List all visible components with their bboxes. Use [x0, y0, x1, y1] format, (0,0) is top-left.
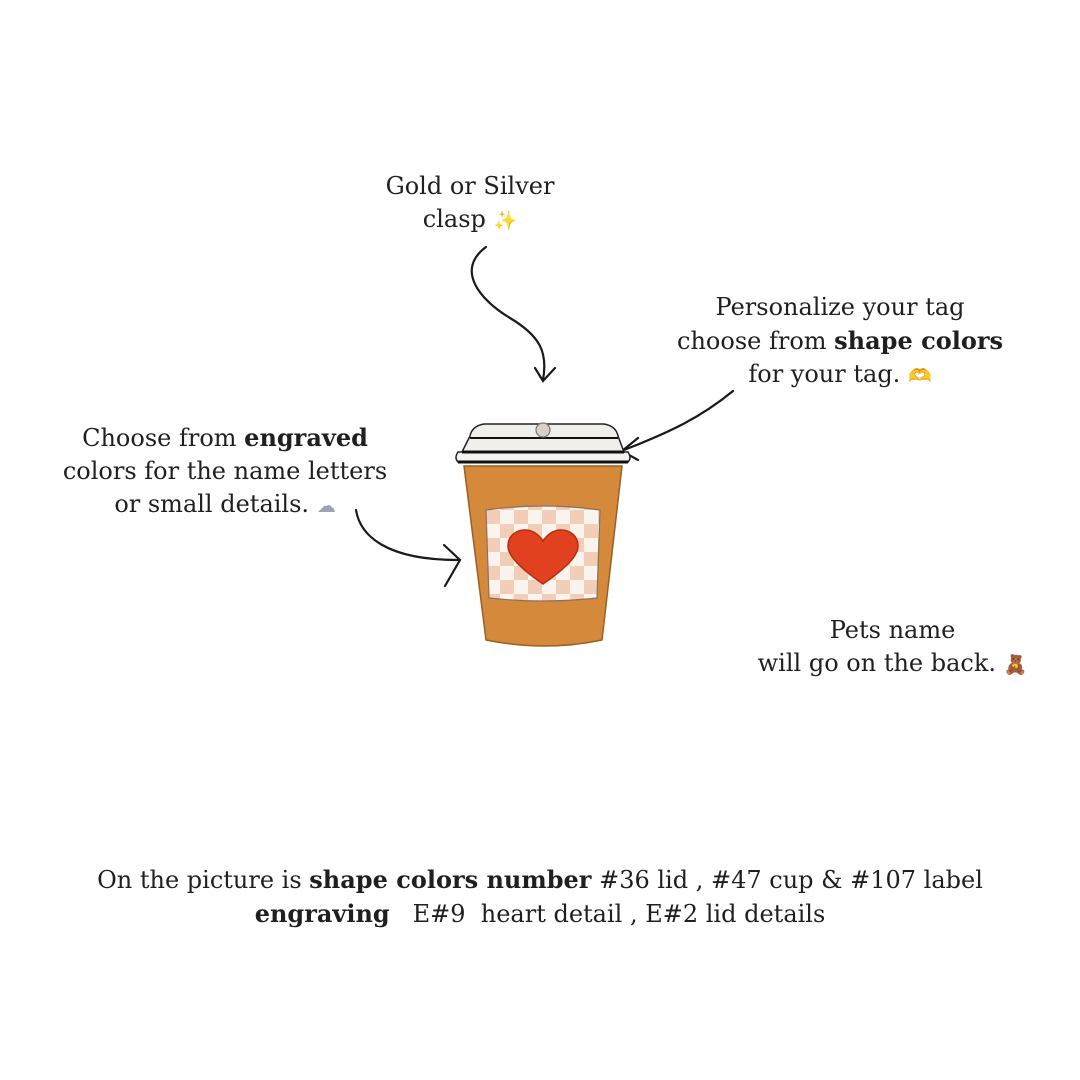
shape-note-line3: for your tag. 🫶	[660, 358, 1020, 393]
caption-line2-bold: engraving	[254, 899, 390, 928]
shape-note-line3-text: for your tag.	[748, 360, 901, 388]
shape-note-line2-text: choose from	[677, 327, 835, 355]
clasp-arrow	[470, 245, 546, 382]
pets-note-line2-text: will go on the back.	[757, 649, 997, 677]
pets-note-line1: Pets name	[829, 616, 956, 644]
engrave-note-line2: colors for the name letters	[62, 457, 388, 485]
caption-line2: engraving E#9 heart detail , E#2 lid det…	[40, 897, 1040, 931]
caption-line2-post: E#9 heart detail , E#2 lid details	[397, 900, 826, 928]
engrave-note-bold: engraved	[244, 423, 368, 452]
caption-line1-bold: shape colors number	[309, 865, 592, 894]
cloud-icon: ☁	[316, 495, 336, 517]
shape-note-line1: Personalize your tag	[715, 293, 965, 321]
engrave-note-line3: or small details. ☁	[40, 488, 410, 523]
engrave-note-line1-text: Choose from	[82, 424, 245, 452]
shape-arrow	[622, 389, 735, 452]
shape-colors-note: Personalize your tag choose from shape c…	[660, 291, 1020, 393]
engrave-note-line3-text: or small details.	[114, 490, 310, 518]
sparkles-icon: ✨	[493, 210, 518, 232]
clasp-note: Gold or Silver clasp ✨	[340, 170, 600, 238]
engrave-arrowhead	[442, 543, 462, 588]
pets-name-note: Pets name will go on the back. 🧸	[730, 614, 1055, 682]
clasp-hole	[535, 422, 551, 438]
caption-line1-pre: On the picture is	[97, 866, 310, 894]
clasp-note-line1: Gold or Silver	[385, 172, 555, 200]
engrave-note-line1: Choose from engraved	[40, 421, 410, 455]
caption-line1: On the picture is shape colors number #3…	[40, 863, 1040, 897]
clasp-note-line2: clasp ✨	[340, 203, 600, 238]
clasp-note-text: clasp	[422, 205, 486, 233]
caption-line1-post: #36 lid , #47 cup & #107 label	[599, 866, 983, 894]
shape-note-bold: shape colors	[834, 326, 1003, 355]
shape-note-line2: choose from shape colors	[660, 324, 1020, 358]
heart-hands-icon: 🫶	[907, 365, 932, 387]
heart-icon	[507, 529, 579, 585]
engraved-colors-note: Choose from engraved colors for the name…	[40, 421, 410, 523]
clasp-arrowhead	[533, 366, 557, 383]
cup-lid	[455, 423, 631, 464]
teddy-bear-icon: 🧸	[1003, 654, 1028, 676]
pets-note-line2: will go on the back. 🧸	[730, 647, 1055, 682]
engrave-arrow	[354, 508, 460, 562]
caption: On the picture is shape colors number #3…	[40, 863, 1040, 931]
